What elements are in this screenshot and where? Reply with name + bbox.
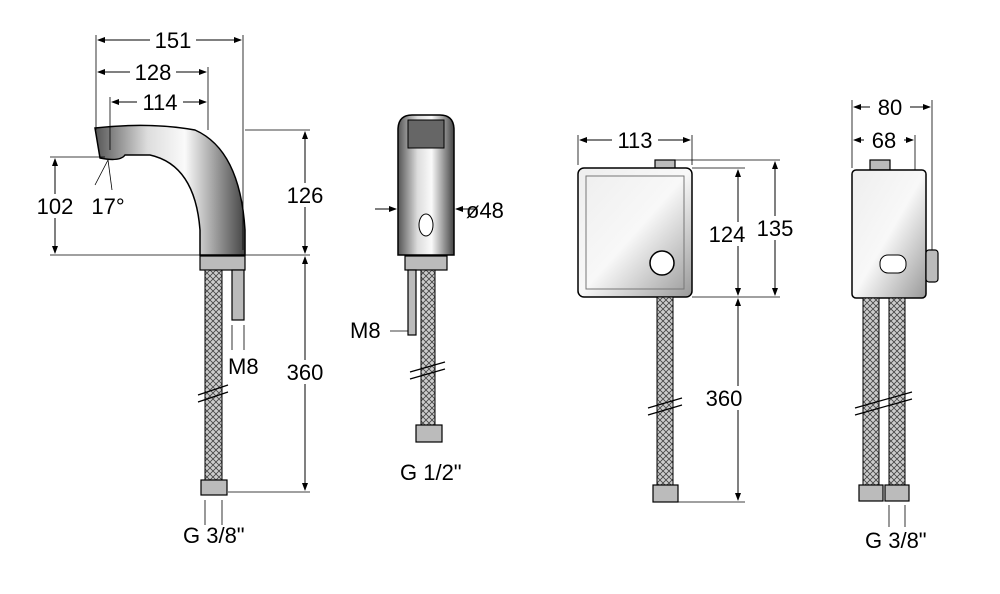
dim-360: 360 (706, 386, 743, 411)
dim-diameter-48: ø48 (466, 198, 504, 223)
base-nut (199, 255, 246, 271)
knob-icon (649, 250, 675, 276)
label-m8: M8 (350, 318, 381, 343)
control-box (577, 167, 693, 298)
plug-socket (879, 254, 907, 274)
dim-135: 135 (757, 216, 794, 241)
top-button (869, 159, 891, 171)
label-g-3-8: G 3/8" (865, 528, 927, 553)
hose (656, 296, 674, 488)
faucet-front-body (397, 114, 455, 256)
dim-68: 68 (872, 128, 896, 153)
label-g-3-8: G 3/8" (183, 523, 245, 548)
hose-right (888, 297, 906, 489)
spout-outlet (407, 119, 445, 149)
faucet-body (94, 124, 246, 256)
hose-left (862, 297, 880, 489)
control-box-front-view: 113 124 135 360 (577, 128, 798, 503)
box-lid-edge (585, 175, 685, 290)
threaded-rod (407, 269, 417, 336)
faucet-front-view: ø48 M8 G 1/2" (350, 114, 504, 485)
control-box-side-view: 80 68 G 3/8" (851, 95, 939, 553)
hose-nut (415, 424, 443, 443)
dim-126: 126 (287, 183, 324, 208)
label-g-1-2: G 1/2" (400, 460, 462, 485)
dim-102: 102 (37, 194, 74, 219)
dim-128: 128 (135, 60, 172, 85)
control-box-side (851, 169, 927, 299)
break-mark (854, 391, 913, 416)
break-mark (409, 361, 446, 380)
hose (204, 269, 223, 483)
faucet-side-view: 151 128 114 102 17° 126 360 M8 G 3/8" (32, 28, 328, 548)
break-mark (197, 384, 229, 403)
break-mark (647, 397, 683, 416)
dim-151: 151 (155, 28, 192, 53)
hose-nut (200, 479, 228, 496)
dim-360: 360 (287, 360, 324, 385)
hose-nut (652, 484, 679, 503)
dim-113: 113 (617, 128, 652, 153)
dim-114: 114 (142, 90, 177, 115)
threaded-rod (231, 269, 245, 321)
dim-80: 80 (878, 95, 902, 120)
base-nut (404, 255, 448, 271)
label-m8: M8 (228, 354, 259, 379)
hose (420, 269, 436, 428)
dim-124: 124 (709, 222, 746, 247)
hose-nut-right (884, 484, 910, 502)
sensor-window (418, 213, 434, 237)
side-knob (925, 249, 939, 283)
dim-angle-17: 17° (91, 194, 124, 219)
hose-nut-left (858, 484, 884, 502)
